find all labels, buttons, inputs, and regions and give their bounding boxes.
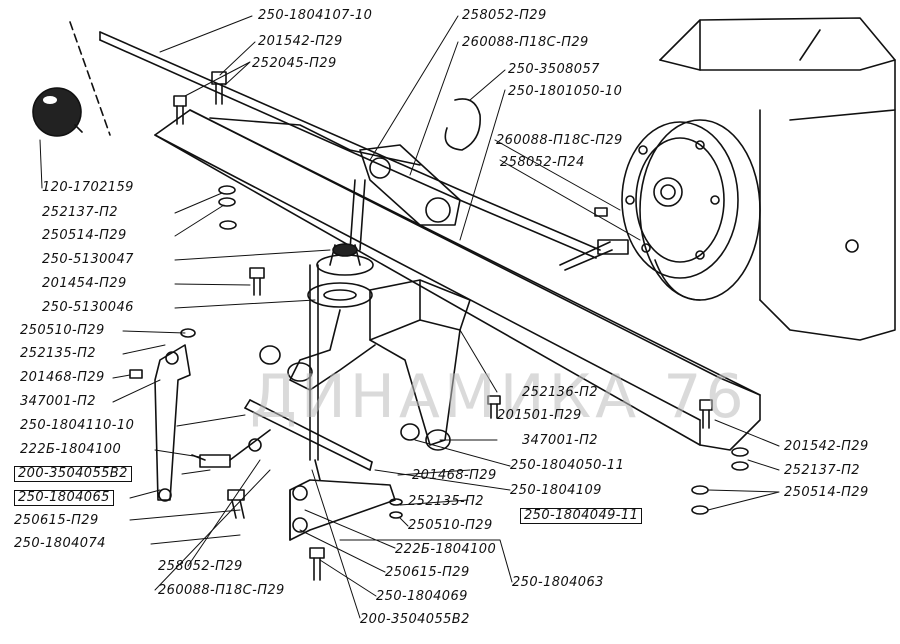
part-label: 222Б-1804100 bbox=[395, 542, 497, 557]
part-label: 201542-П29 bbox=[784, 439, 869, 454]
part-label: 250510-П29 bbox=[408, 518, 493, 533]
part-label: 250-1804107-10 bbox=[258, 8, 373, 23]
part-label: 250-5130046 bbox=[42, 300, 134, 315]
part-label: 250615-П29 bbox=[385, 565, 470, 580]
part-label: 201454-П29 bbox=[42, 276, 127, 291]
rubber-boot bbox=[307, 243, 374, 308]
part-label: 250-1804069 bbox=[376, 589, 468, 604]
right-link-rod bbox=[559, 241, 613, 271]
part-label: 250-1804109 bbox=[510, 483, 602, 498]
part-label: 260088-П18С-П29 bbox=[158, 583, 285, 598]
part-label-boxed: 200-3504055В2 bbox=[14, 466, 132, 482]
part-label-boxed: 250-1804049-11 bbox=[520, 508, 643, 524]
part-label: 250615-П29 bbox=[14, 513, 99, 528]
part-label: 201468-П29 bbox=[412, 468, 497, 483]
part-label: 201468-П29 bbox=[20, 370, 105, 385]
part-label: 250-5130047 bbox=[42, 252, 134, 267]
part-label: 258052-П29 bbox=[158, 559, 243, 574]
part-label: 252137-П2 bbox=[42, 205, 118, 220]
gearbox-flange bbox=[621, 119, 761, 301]
part-label: 250-1804074 bbox=[14, 536, 106, 551]
leader-lines bbox=[39, 15, 780, 619]
part-label: 120-1702159 bbox=[42, 180, 134, 195]
part-label: 250514-П29 bbox=[42, 228, 127, 243]
upper-lever-bracket bbox=[349, 144, 461, 251]
part-label: 252135-П2 bbox=[20, 346, 96, 361]
watermark: ДИНАМИКА 76 bbox=[250, 362, 748, 432]
part-label: 252045-П29 bbox=[252, 56, 337, 71]
part-label: 250-1804110-10 bbox=[20, 418, 135, 433]
part-label: 250510-П29 bbox=[20, 323, 105, 338]
lower-lever-assembly bbox=[199, 264, 396, 581]
upper-bolts bbox=[173, 71, 227, 125]
part-label: 347001-П2 bbox=[20, 394, 96, 409]
part-label: 250514-П29 bbox=[784, 485, 869, 500]
part-label: 201542-П29 bbox=[258, 34, 343, 49]
part-label: 252137-П2 bbox=[784, 463, 860, 478]
support-channel-beam bbox=[154, 109, 761, 451]
circlip bbox=[444, 98, 481, 151]
left-lever bbox=[129, 344, 206, 502]
part-label: 250-1804050-11 bbox=[510, 458, 625, 473]
part-label: 250-1801050-10 bbox=[508, 84, 623, 99]
part-label-boxed: 250-1804065 bbox=[14, 490, 114, 506]
part-label: 250-3508057 bbox=[508, 62, 600, 77]
part-label: 250-1804063 bbox=[512, 575, 604, 590]
part-label: 201501-П29 bbox=[497, 408, 582, 423]
part-label: 258052-П24 bbox=[500, 155, 585, 170]
small-washers-left bbox=[180, 185, 403, 519]
part-label: 258052-П29 bbox=[462, 8, 547, 23]
part-label: 200-3504055В2 bbox=[360, 612, 470, 627]
part-label: 260088-П18С-П29 bbox=[462, 35, 589, 50]
part-label: 252136-П2 bbox=[522, 385, 598, 400]
part-label: 222Б-1804100 bbox=[20, 442, 122, 457]
shift-knob bbox=[32, 87, 83, 137]
cross-shaft bbox=[229, 399, 373, 471]
part-label: 252135-П2 bbox=[408, 494, 484, 509]
part-label: 260088-П18С-П29 bbox=[496, 133, 623, 148]
part-label: 347001-П2 bbox=[522, 433, 598, 448]
